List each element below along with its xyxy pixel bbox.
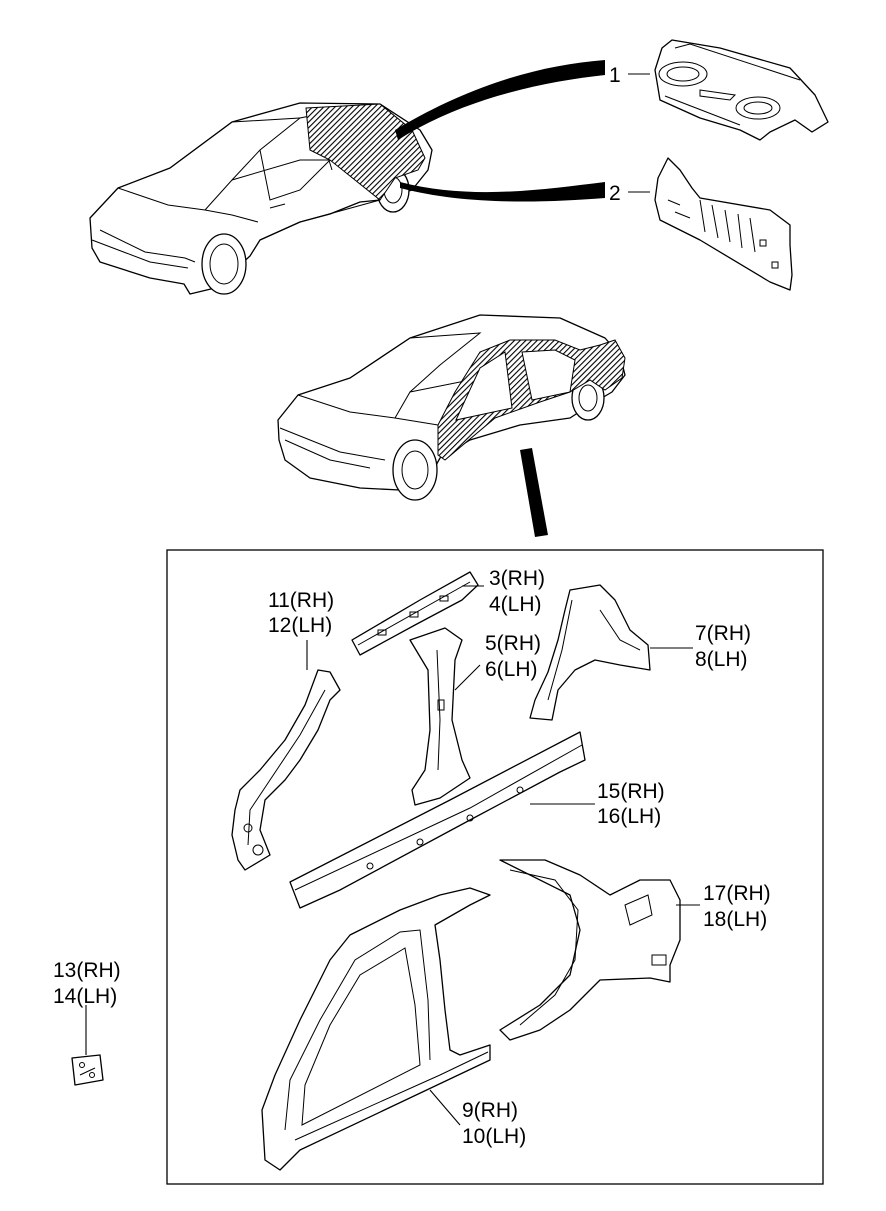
callout-15: 15(RH)	[597, 780, 665, 803]
callout-11: 11(RH)	[268, 589, 334, 612]
callout-3: 3(RH)	[489, 567, 545, 590]
a-pillar-part	[231, 669, 341, 871]
rear-package-tray-part	[654, 39, 829, 141]
sedan-illustration-top	[89, 60, 605, 295]
callout-4: 4(LH)	[489, 593, 542, 616]
leader-line-9	[429, 1089, 461, 1126]
b-pillar-part	[409, 627, 471, 806]
outer-side-frame-part	[261, 887, 491, 1171]
callout-7: 7(RH)	[695, 622, 751, 645]
callout-16: 16(LH)	[597, 805, 661, 828]
callout-14: 14(LH)	[53, 985, 117, 1008]
callout-18: 18(LH)	[703, 908, 767, 931]
callout-13: 13(RH)	[53, 959, 121, 982]
rear-panel-part	[654, 157, 793, 291]
sedan-illustration-middle	[277, 314, 626, 537]
rocker-sill-part	[289, 731, 586, 909]
callout-9: 9(RH)	[462, 1099, 518, 1122]
callout-10: 10(LH)	[462, 1125, 526, 1148]
callout-17: 17(RH)	[703, 882, 771, 905]
roof-rail-part	[351, 571, 479, 656]
quarter-panel-part	[499, 859, 681, 1041]
callout-1: 1	[609, 64, 621, 87]
rear-wheelhouse-part	[529, 584, 651, 721]
leader-line-5	[454, 664, 481, 691]
callout-8: 8(LH)	[695, 648, 748, 671]
hinge-bracket-part	[71, 1054, 104, 1086]
detail-frame	[166, 549, 824, 1185]
callout-5: 5(RH)	[485, 632, 541, 655]
callout-2: 2	[609, 182, 621, 205]
callout-12: 12(LH)	[268, 614, 332, 637]
callout-6: 6(LH)	[485, 658, 538, 681]
